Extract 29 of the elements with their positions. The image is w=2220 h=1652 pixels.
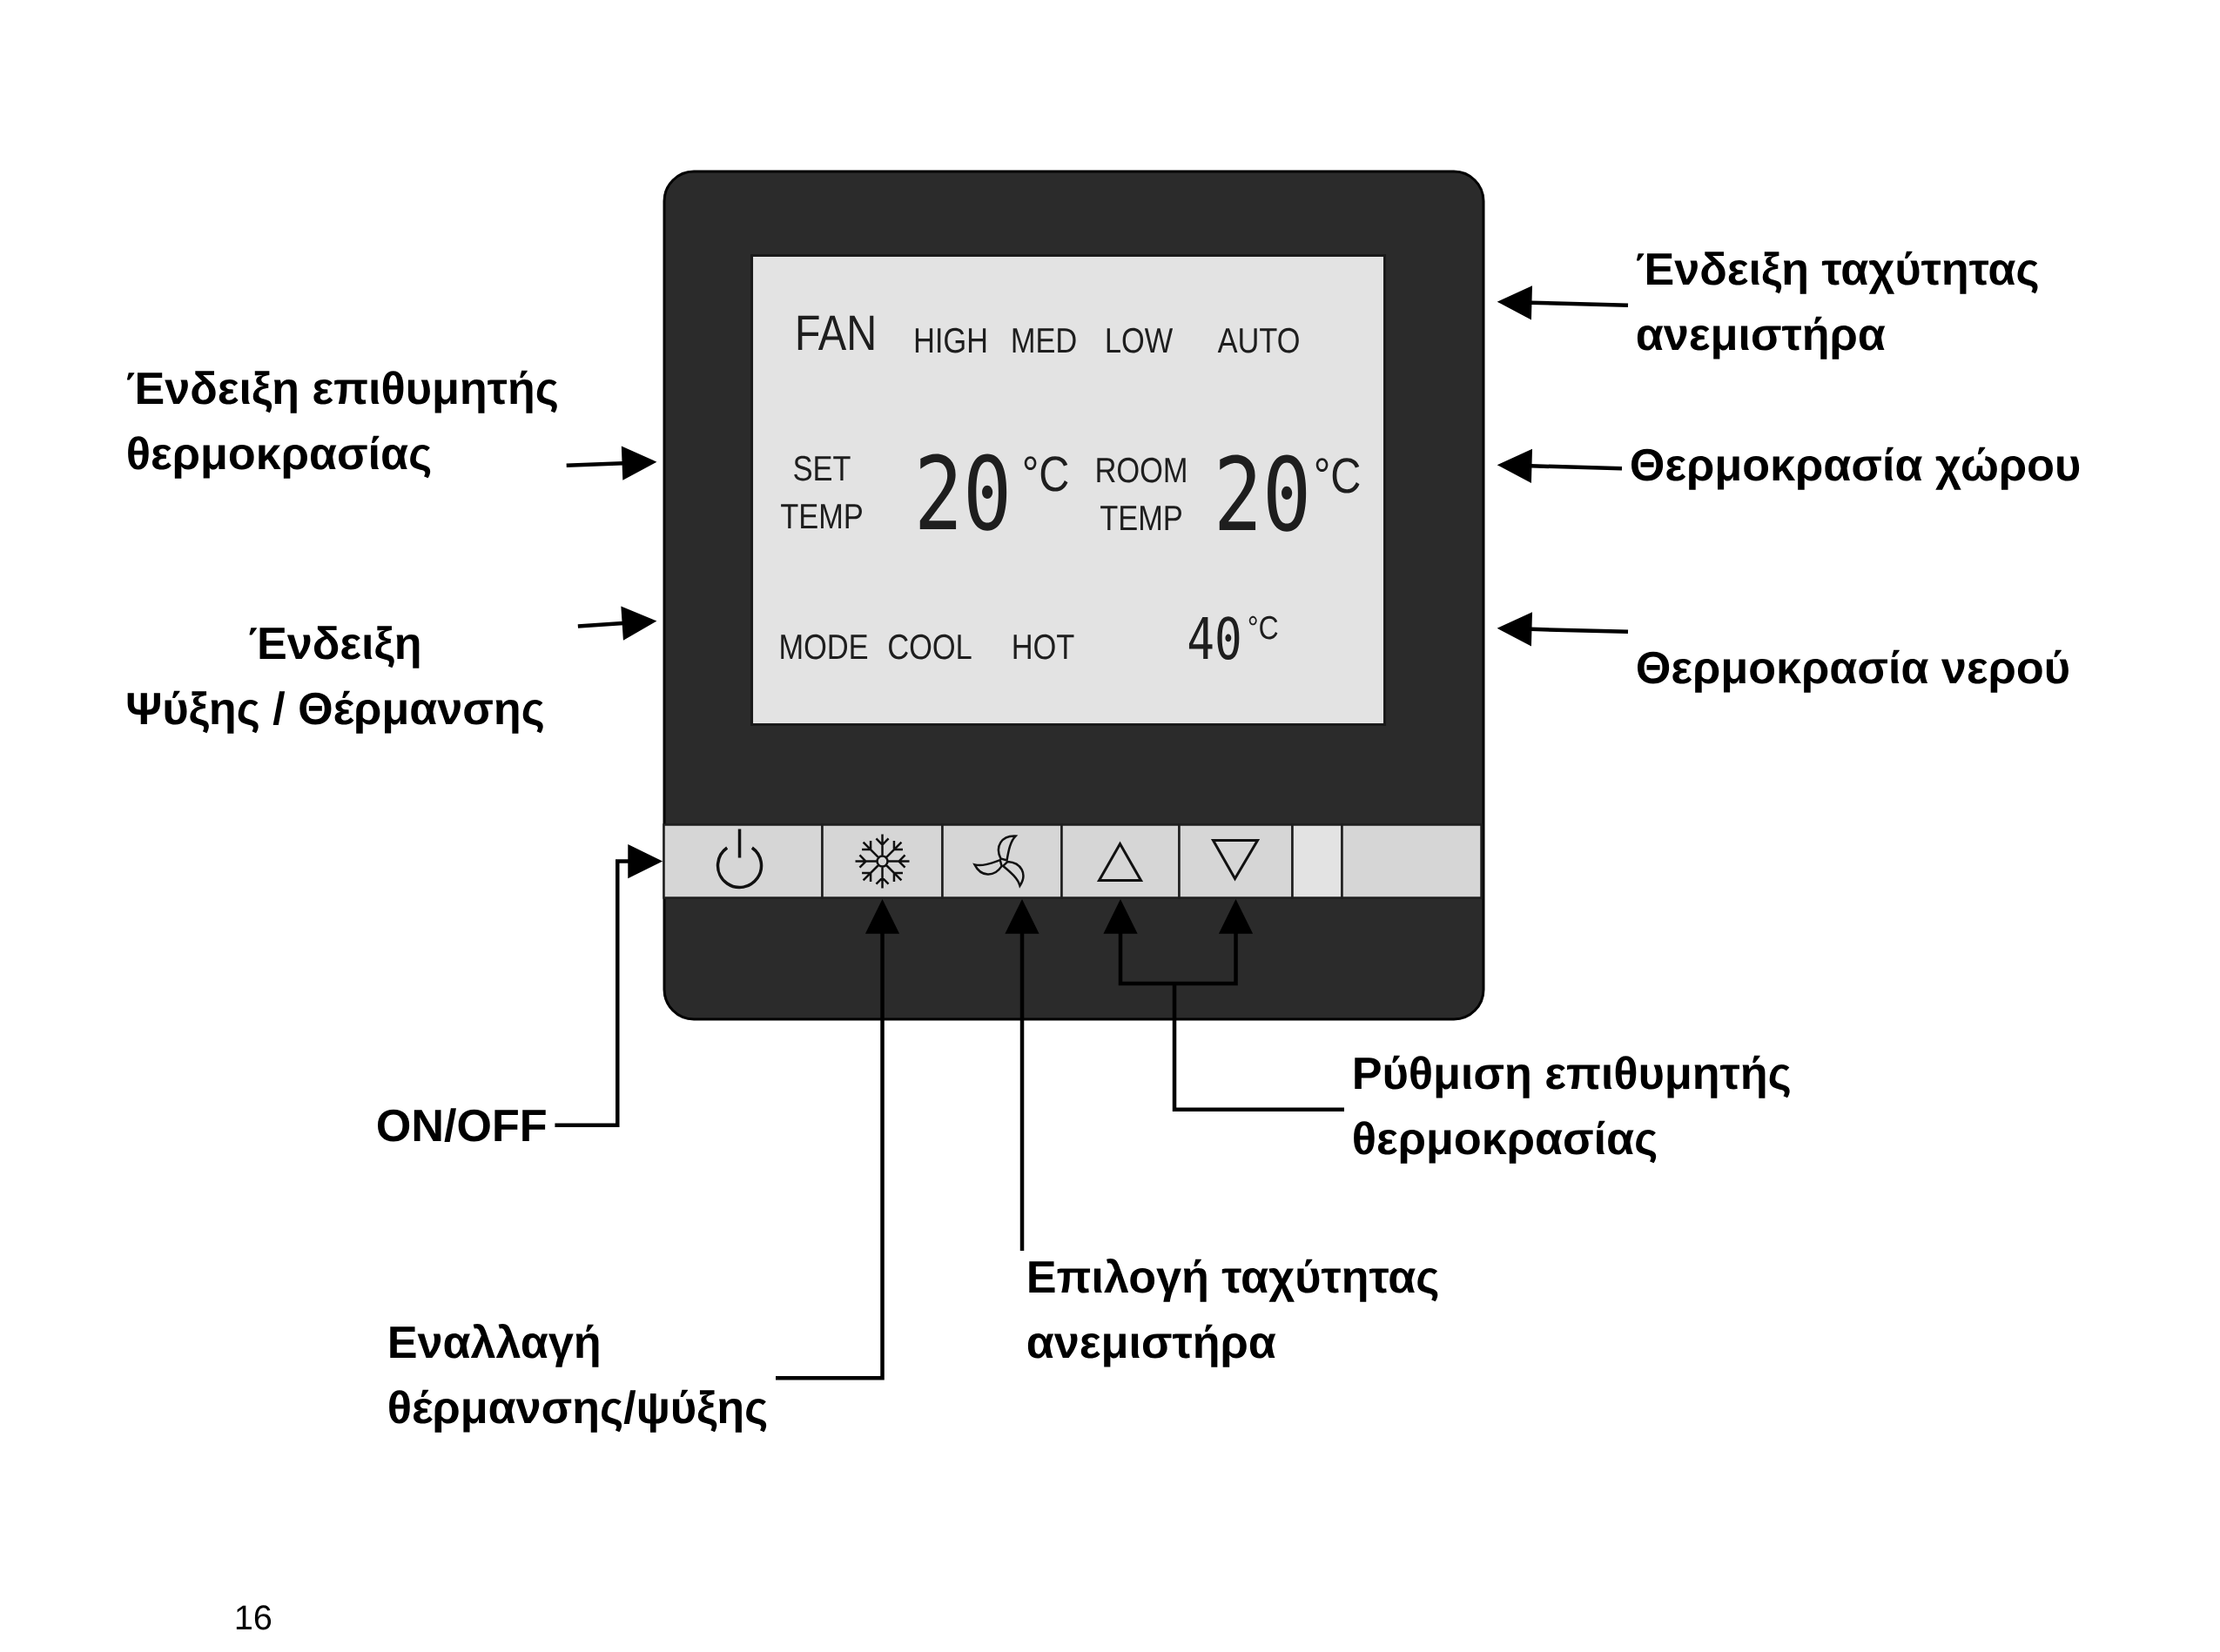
display-label: SET TEMP bbox=[781, 455, 862, 528]
callout-label: Εναλλαγή θέρμανσης/ψύξης bbox=[389, 1323, 767, 1433]
callout-label: ON/OFF bbox=[378, 1108, 546, 1143]
display-label: COOL bbox=[889, 634, 972, 660]
callout-label: Θερμοκρασία χώρου bbox=[1631, 447, 2080, 490]
unit-label: °C bbox=[1248, 615, 1278, 640]
temperature-digits: 40 bbox=[1188, 616, 1240, 660]
callout-label: Θερμοκρασία νερού bbox=[1638, 649, 2069, 693]
display-label: HIGH bbox=[915, 327, 986, 353]
page-number: 16 bbox=[236, 1605, 272, 1630]
unit-label: °C bbox=[1315, 458, 1360, 494]
blank-button bbox=[1341, 823, 1483, 899]
callout-label: Ρύθμιση επιθυμητής θερμοκρασίας bbox=[1354, 1055, 1790, 1164]
display-label: ROOM TEMP bbox=[1097, 457, 1186, 530]
temperature-digits: 20 bbox=[1219, 454, 1307, 532]
display-label: HOT bbox=[1013, 634, 1074, 660]
display-label: FAN bbox=[797, 315, 874, 350]
display-label: MED bbox=[1012, 328, 1076, 353]
callout-label: Ένδειξη ταχύτητας ανεμιστήρα bbox=[1637, 251, 2038, 359]
temperature-digits: 20 bbox=[919, 453, 1007, 531]
display-label: MODE bbox=[781, 634, 868, 660]
callout-label: Ένδειξη επιθυμητής θερμοκρασίας bbox=[127, 370, 557, 479]
unit-label: °C bbox=[1024, 456, 1068, 492]
leader-line bbox=[1172, 984, 1344, 1111]
callout-label: Επιλογή ταχύτητας ανεμιστήρα bbox=[1027, 1258, 1438, 1367]
callout-label: Ένδειξη Ψύξης / Θέρμανσης bbox=[127, 626, 543, 734]
blank-button bbox=[1291, 823, 1343, 899]
display-label: AUTO bbox=[1217, 327, 1299, 353]
display-label: LOW bbox=[1107, 327, 1174, 353]
